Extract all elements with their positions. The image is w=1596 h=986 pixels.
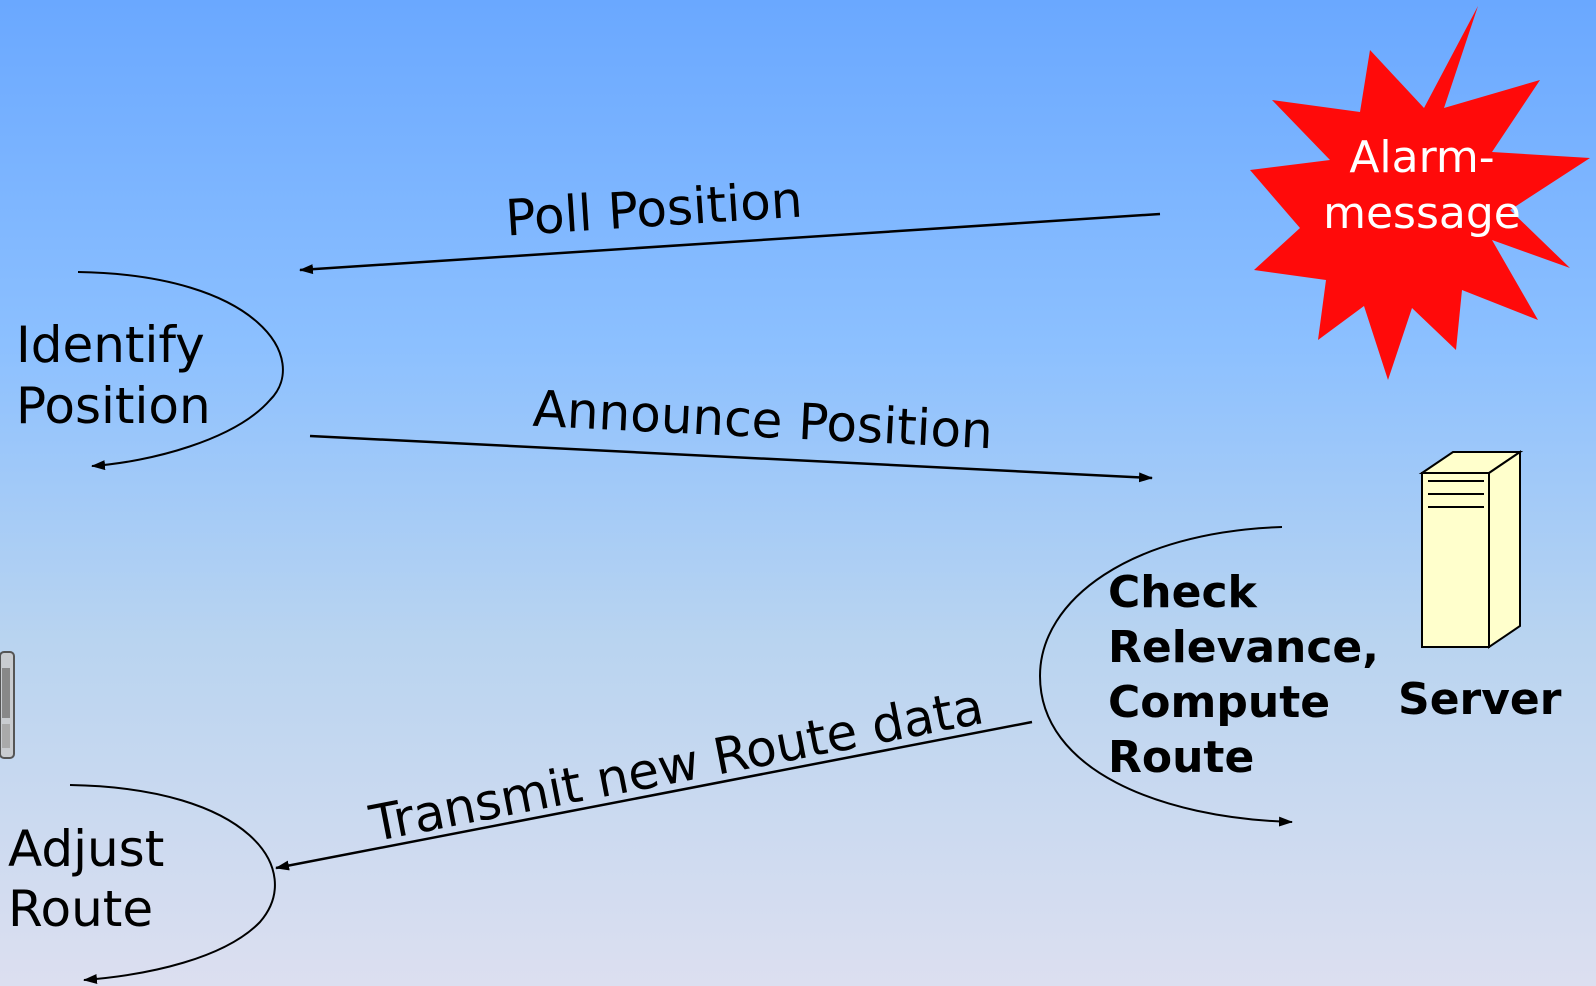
process-label-line1: Check [1108,567,1259,618]
process-label-line4: Route [1108,732,1254,783]
process-label-line2: Relevance, [1108,622,1379,673]
server-process-loop [1038,526,1293,827]
announce-arrow [309,434,1153,483]
identify-label-line1: Identify [16,316,205,374]
process-label-line3: Compute [1108,677,1330,728]
alarm-label-line2: message [1323,188,1521,239]
server-icon [1418,450,1524,649]
announce-label: Announce Position [531,380,994,460]
poll-label: Poll Position [504,171,804,248]
server-label: Server [1398,674,1562,725]
identify-label-line2: Position [16,377,211,435]
adjust-loop [69,784,276,985]
device-icon [0,651,15,759]
adjust-label-line2: Route [8,880,153,938]
transmit-arrow [275,720,1033,871]
alarm-starburst: Alarm- message [1250,6,1590,380]
adjust-label-line1: Adjust [8,820,164,878]
poll-arrow [299,212,1161,275]
identify-loop [77,271,284,471]
transmit-label: Transmit new Route data [364,677,988,853]
alarm-label-line1: Alarm- [1349,132,1494,183]
